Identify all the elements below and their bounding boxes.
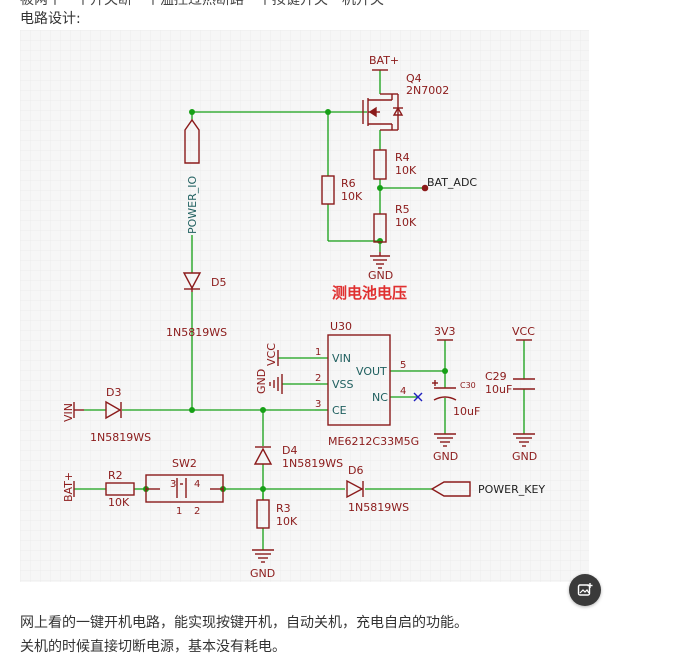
u30-value: ME6212C33M5G — [328, 435, 419, 448]
power-io-label: POWER_IO — [186, 175, 199, 234]
power-key-label: POWER_KEY — [478, 483, 545, 496]
d6-diode — [346, 479, 364, 499]
wires — [74, 70, 525, 550]
u30-pin-nc: NC — [372, 391, 388, 404]
gnd-r5-symbol — [370, 252, 390, 269]
r2-ref: R2 — [108, 469, 123, 482]
gnd-c29-symbol — [513, 433, 535, 447]
c30-value: 10uF — [453, 405, 480, 418]
q4-mosfet — [362, 93, 404, 131]
r5-value: 10K — [395, 216, 417, 229]
gnd-c29-label: GND — [512, 450, 537, 463]
r4-value: 10K — [395, 164, 417, 177]
d5-diode — [182, 272, 202, 292]
sw2-pin-4: 4 — [194, 479, 200, 490]
power-key-port — [430, 481, 471, 497]
gnd-c30-label: GND — [433, 450, 458, 463]
r3-resistor — [256, 499, 270, 529]
vcc-u30-label: VCC — [265, 343, 278, 366]
d5-ref: D5 — [211, 276, 226, 289]
d3-diode — [105, 400, 122, 420]
d4-diode — [253, 446, 273, 465]
vcc-c29-label: VCC — [512, 325, 535, 338]
r6-resistor — [321, 175, 335, 205]
sw2-switch — [145, 474, 224, 503]
gnd-c30-symbol — [434, 433, 456, 447]
bat-plus-left-label: BAT+ — [62, 472, 75, 502]
schematic-figure: BAT+ Q4 2N7002 R4 10K BAT_ADC R5 10K R6 … — [20, 30, 601, 606]
section-title: 电路设计: — [20, 11, 81, 27]
u30-pin-num-1: 1 — [315, 347, 321, 358]
r6-value: 10K — [341, 190, 363, 203]
bat-plus-top-label: BAT+ — [369, 54, 399, 67]
d4-value: 1N5819WS — [282, 457, 343, 470]
r3-value: 10K — [276, 515, 298, 528]
image-plus-icon[interactable] — [569, 574, 601, 606]
u30-pin-num-4: 4 — [400, 386, 406, 397]
u30-pin-vout: VOUT — [356, 365, 387, 378]
vin-label: VIN — [62, 403, 75, 422]
c29-ref: C29 — [485, 370, 507, 383]
u30-pin-ce: CE — [332, 404, 347, 417]
r5-resistor — [373, 213, 387, 243]
c29-value: 10uF — [485, 383, 512, 396]
gnd-u30-label: GND — [255, 369, 268, 394]
d5-value: 1N5819WS — [166, 326, 227, 339]
gnd-r3-label: GND — [250, 567, 275, 580]
d4-ref: D4 — [282, 444, 297, 457]
r2-value: 10K — [108, 496, 130, 509]
gnd-u30-symbol — [269, 374, 283, 394]
description-paragraph-1: 网上看的一键开机电路，能实现按键开机，自动关机，充电自启的功能。 — [20, 615, 468, 631]
schematic-svg: BAT+ Q4 2N7002 R4 10K BAT_ADC R5 10K R6 … — [20, 30, 589, 582]
q4-ref: Q4 — [406, 72, 422, 85]
u30-pin-num-3: 3 — [315, 399, 321, 410]
battery-voltage-annotation: 测电池电压 — [332, 284, 407, 302]
power-io-port — [184, 118, 200, 164]
cut-off-heading: 被两个一个开关断一个温控过热断路一个按键开关一机开关 — [20, 0, 384, 8]
bat-adc-net — [421, 184, 429, 192]
d6-ref: D6 — [348, 464, 363, 477]
r2-resistor — [105, 482, 135, 496]
sw2-pin-1: 1 — [176, 506, 182, 517]
u30-ref: U30 — [330, 320, 352, 333]
r4-resistor — [373, 149, 387, 180]
q4-value: 2N7002 — [406, 84, 449, 97]
nc-marker — [413, 392, 423, 402]
gnd-r5-label: GND — [368, 269, 393, 282]
v3v3-label: 3V3 — [434, 325, 456, 338]
gnd-r3-symbol — [252, 549, 274, 563]
c30-capacitor — [432, 380, 457, 401]
u30-pin-vss: VSS — [332, 378, 354, 391]
r4-ref: R4 — [395, 151, 410, 164]
r6-ref: R6 — [341, 177, 356, 190]
bat-adc-label: BAT_ADC — [427, 176, 477, 189]
d3-value: 1N5819WS — [90, 431, 151, 444]
image-plus-glyph — [577, 583, 593, 596]
description-paragraph-2: 关机的时候直接切断电源，基本没有耗电。 — [20, 639, 286, 655]
u30-pin-vin: VIN — [332, 352, 351, 365]
r3-ref: R3 — [276, 502, 291, 515]
u30-regulator — [327, 334, 391, 426]
c29-capacitor — [513, 378, 535, 390]
u30-pin-num-5: 5 — [400, 360, 406, 371]
sw2-pin-2: 2 — [194, 506, 200, 517]
d3-ref: D3 — [106, 386, 121, 399]
d6-value: 1N5819WS — [348, 501, 409, 514]
sw2-pin-3: 3 — [170, 479, 176, 490]
u30-pin-num-2: 2 — [315, 373, 321, 384]
sw2-ref: SW2 — [172, 457, 197, 470]
c30-ref: C30 — [460, 381, 476, 390]
r5-ref: R5 — [395, 203, 410, 216]
